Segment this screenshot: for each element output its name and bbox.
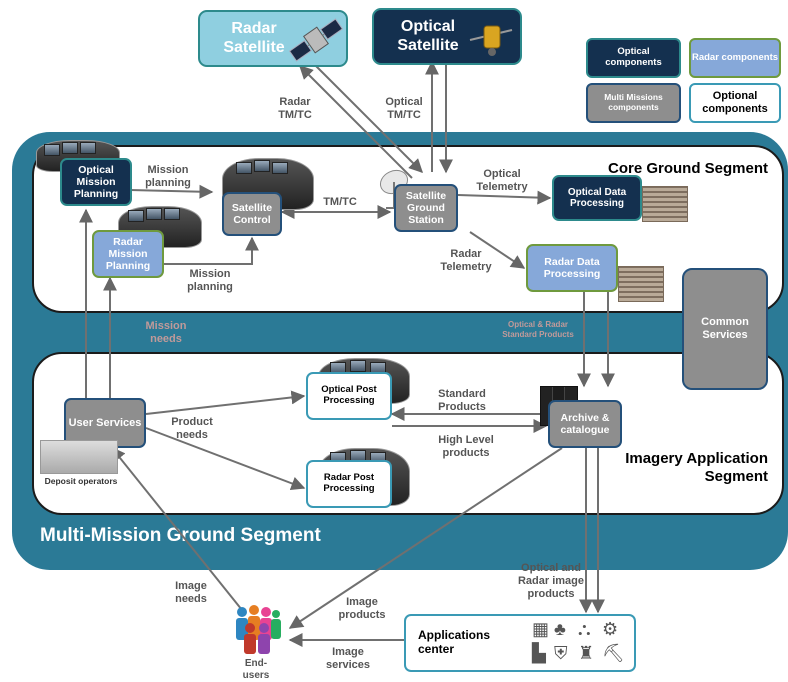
optical-mission-planning[interactable]: Optical Mission Planning: [60, 158, 132, 206]
security-icon: ⛨: [554, 643, 568, 663]
mission-planning-arrow-bottom: [160, 236, 259, 265]
radar-telemetry-arrow: [469, 231, 526, 269]
end-users-icon: [236, 605, 281, 654]
radar-tmtc-up-arrow: [299, 65, 413, 179]
radar-mission-planning[interactable]: Radar Mission Planning: [92, 230, 164, 278]
mission-planning-top-label: Mission planning: [145, 164, 191, 190]
radar-tmtc-label: Radar TM/TC: [278, 96, 312, 122]
high-level-products-label: High Level products: [438, 434, 494, 460]
common-services[interactable]: Common Services: [682, 268, 768, 390]
optical-radar-image-products-label: Optical and Radar image products: [517, 562, 585, 601]
radar-post-processing[interactable]: Radar Post Processing: [306, 460, 392, 508]
optical-satellite-icon: [469, 25, 513, 56]
optical-tmtc-label: Optical TM/TC: [385, 96, 423, 122]
oil-rig-icon: ⛏: [602, 643, 625, 663]
optical-data-processing[interactable]: Optical Data Processing: [552, 175, 642, 221]
application-icons: ▦ ♣ ⛬ ⚙ ▙ ⛨ ♜ ⛏: [532, 618, 628, 668]
optical-post-processing[interactable]: Optical Post Processing: [306, 372, 392, 420]
standard-products-label: Standard Products: [438, 388, 486, 414]
radar-data-processing[interactable]: Radar Data Processing: [526, 244, 618, 292]
optical-telemetry-arrow: [457, 190, 552, 205]
applications-center[interactable]: Applications center: [404, 614, 636, 672]
standard-products-top-label: Optical & Radar Standard Products: [502, 320, 574, 339]
radar-satellite-label: Radar Satellite: [223, 20, 285, 56]
product-needs-arrow-optical: [145, 390, 306, 415]
archive-catalogue[interactable]: Archive & catalogue: [548, 400, 622, 448]
legend-optional: Optional components: [689, 83, 781, 123]
map-icon: ▦: [532, 619, 550, 639]
legend-optical: Optical components: [586, 38, 681, 78]
image-products-to-users-arrow: [288, 447, 563, 629]
deposit-operators-image: [40, 440, 118, 474]
mission-needs-label: Mission needs: [145, 320, 187, 346]
city-icon: ▙: [532, 643, 546, 663]
legend-radar: Radar components: [689, 38, 781, 78]
optical-dp-rack-image: [642, 186, 688, 222]
optical-telemetry-label: Optical Telemetry: [476, 168, 528, 194]
person-icon: ♜: [578, 643, 595, 663]
image-needs-label: Image needs: [175, 580, 207, 606]
forest-icon: ♣: [554, 619, 566, 639]
imagery-segment-title: Imagery Application Segment: [625, 450, 768, 485]
satellite-control[interactable]: Satellite Control: [222, 192, 282, 236]
core-segment-title: Core Ground Segment: [607, 160, 768, 177]
product-needs-arrow-radar: [145, 427, 306, 491]
image-services-label: Image services: [325, 646, 371, 672]
optical-satellite-label: Optical Satellite: [397, 18, 459, 54]
mission-planning-bottom-label: Mission planning: [187, 268, 233, 294]
radar-telemetry-label: Radar Telemetry: [440, 248, 492, 274]
farm-icon: ⚙: [602, 619, 619, 639]
image-needs-arrow: [111, 446, 243, 611]
image-products-label: Image products: [338, 596, 386, 622]
water-icon: ⛬: [578, 619, 591, 639]
end-users-label: End-users: [242, 658, 270, 681]
applications-center-label: Applications center: [418, 628, 491, 656]
deposit-operators-label: Deposit operators: [44, 476, 118, 486]
product-needs-label: Product needs: [171, 416, 213, 442]
multi-segment-title: Multi-Mission Ground Segment: [40, 525, 321, 546]
radar-tmtc-down-arrow: [311, 61, 423, 173]
radar-satellite-icon: [288, 18, 344, 62]
tmtc-label: TM/TC: [323, 196, 357, 208]
mission-planning-arrow-top: [129, 184, 214, 199]
satellite-ground-station[interactable]: Satellite Ground Station: [394, 184, 458, 232]
user-services[interactable]: User Services: [64, 398, 146, 448]
radar-dp-rack-image: [618, 266, 664, 302]
legend-multi: Multi Missions components: [586, 83, 681, 123]
